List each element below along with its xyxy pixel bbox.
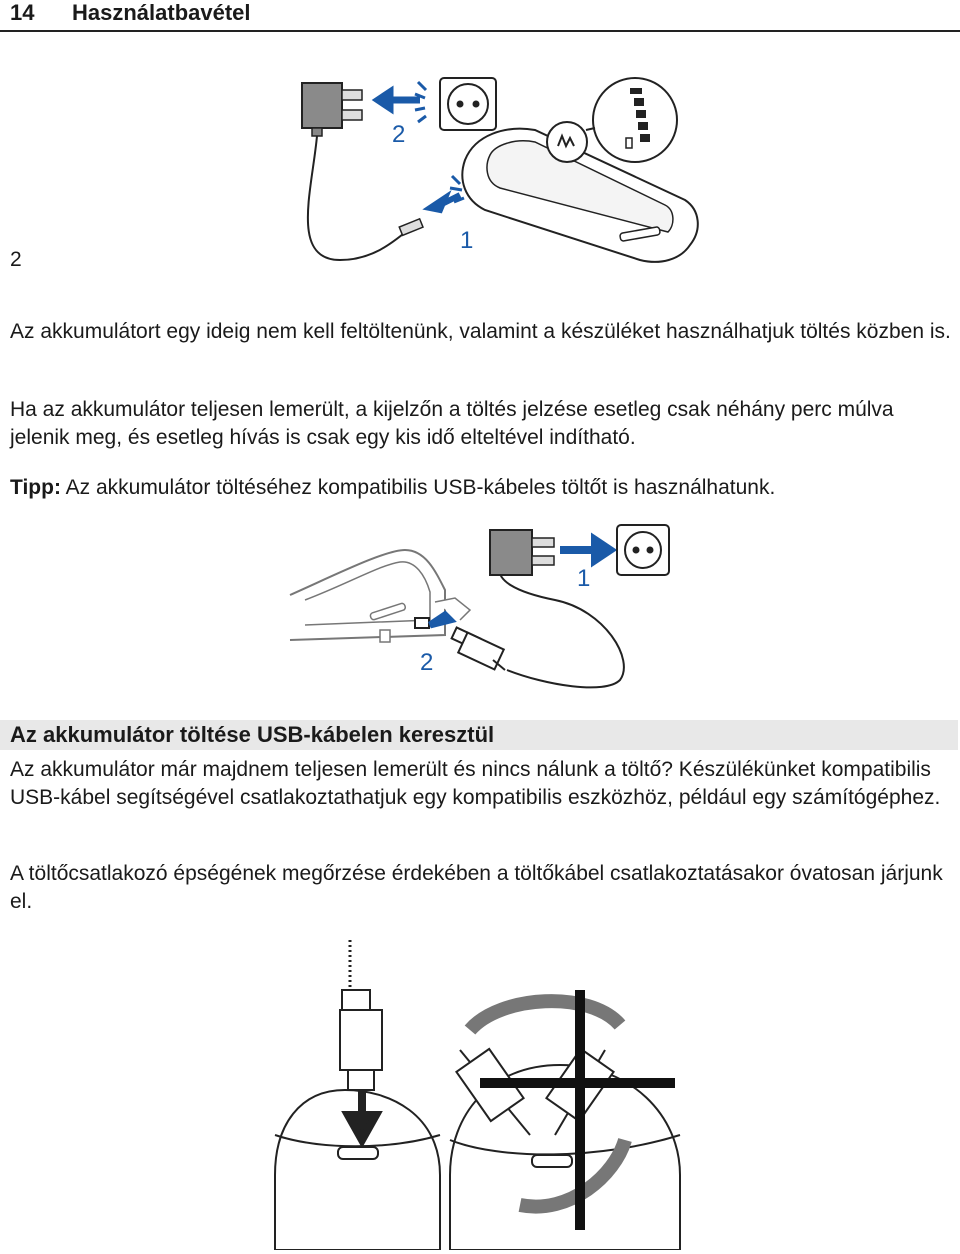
step-number: 2 [10,248,22,271]
incorrect-insertion-icon [449,990,681,1250]
usb-plug-icon [450,626,506,671]
tip-paragraph: Tipp: Az akkumulátor töltéséhez kompatib… [10,474,955,502]
illustration1-label-1: 1 [460,227,473,254]
arrow-to-socket-2-icon [560,532,618,568]
paragraph-charging-use: Az akkumulátort egy ideig nem kell feltö… [10,320,951,343]
usb-charger-illustration: 2 1 [289,524,670,689]
page-number: 14 [10,0,35,25]
connector-handling-illustration [274,940,681,1250]
charger-plug-icon [301,82,363,137]
swing-arrow-top-icon [464,994,626,1035]
usb-cable [498,564,625,689]
battery-indicator-icon [546,77,678,163]
arrow-to-socket-icon [371,85,420,115]
section-paragraph-careful: A töltőcsatlakozó épségének megőrzése ér… [10,862,943,913]
correct-insertion-icon [274,940,441,1250]
page-header: 14 Használatbavétel [0,0,960,32]
phone-edge-icon [289,548,472,643]
section-heading: Az akkumulátor töltése USB-kábelen keres… [0,720,958,750]
tip-label: Tipp: [10,476,61,499]
swing-arrow-bottom-icon [518,1137,632,1214]
phone-icon [461,127,699,263]
usb-charger-plug-icon [489,529,555,576]
charger-to-phone-illustration: 2 1 [301,77,699,263]
wall-socket-2-icon [616,524,670,576]
tip-text: Az akkumulátor töltéséhez kompatibilis U… [60,476,776,499]
section-title: Az akkumulátor töltése USB-kábelen keres… [10,722,495,747]
usb-plug-arrow-icon [428,610,457,629]
illustration2-label-1: 1 [577,565,590,592]
illustration2-label-2: 2 [420,649,433,676]
section-paragraph-usb: Az akkumulátor már majdnem teljesen leme… [10,758,941,809]
cross-icon [480,990,675,1230]
wall-socket-icon [414,77,497,131]
paragraph-empty-battery: Ha az akkumulátor teljesen lemerült, a k… [10,398,894,449]
illustration1-label-2: 2 [392,121,405,148]
charger-cable [306,135,409,262]
arrow-to-phone-icon [422,190,462,214]
page-title: Használatbavétel [72,0,251,25]
